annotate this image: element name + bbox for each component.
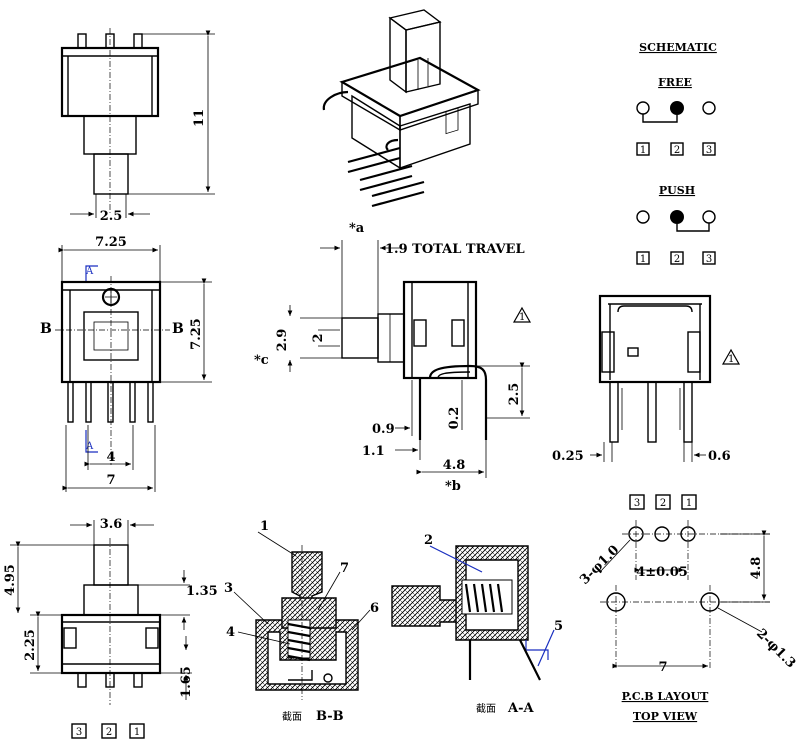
bottom-pin-3: 3 (76, 727, 82, 738)
dim-0-25: 0.25 (552, 449, 584, 464)
hole-small-label: 3-φ1.0 (577, 543, 622, 588)
dim-4-8: 4.8 (443, 458, 466, 473)
dim-7-width: 7 (106, 473, 115, 488)
free-label: FREE (658, 76, 692, 89)
dim-0-9: 0.9 (372, 422, 395, 437)
dim-2-5-pitch: 2.5 (100, 209, 123, 224)
section-b-left: B (40, 321, 52, 337)
callout-6: 6 (370, 601, 379, 616)
callout-3: 3 (224, 581, 233, 596)
bottom-pin-2: 2 (106, 727, 112, 738)
schematic-title: SCHEMATIC (639, 41, 717, 54)
warning-mark-end: 1 (728, 354, 734, 365)
free-pin-2: 2 (674, 145, 680, 156)
travel-label: 1.9 TOTAL TRAVEL (385, 242, 525, 257)
section-bb: 1 3 4 7 6 截面 B-B (224, 519, 379, 724)
dim-1-65: 1.65 (179, 666, 194, 698)
hole-large-label: 2-φ1.3 (753, 626, 798, 671)
pcb-dim-4-8: 4.8 (749, 557, 764, 580)
push-pin-1: 1 (640, 254, 646, 265)
section-bb-caption-prefix: 截面 (282, 710, 302, 723)
pcb-title-line1: P.C.B LAYOUT (622, 690, 710, 703)
schematic: SCHEMATIC FREE 1 2 3 PUSH 1 2 3 (636, 41, 717, 265)
callout-2: 2 (424, 533, 433, 548)
section-a-marker-top: A (85, 266, 94, 277)
isometric-view (322, 9, 481, 208)
dim-0-2: 0.2 (447, 407, 462, 430)
dim-2-9: 2.9 (275, 329, 290, 352)
callout-4: 4 (226, 625, 235, 640)
dim-0-6: 0.6 (708, 449, 731, 464)
pcb-pin-1: 1 (686, 498, 692, 509)
section-aa: 2 5 截面 A-A (391, 533, 563, 716)
dim-2-25: 2.25 (23, 629, 38, 661)
pcb-dim-7: 7 (658, 660, 667, 675)
dim-1-35: 1.35 (186, 584, 218, 599)
marker-a: *a (349, 221, 365, 236)
section-b-right: B (172, 321, 184, 337)
section-aa-caption: A-A (507, 701, 534, 716)
dim-2: 2 (311, 333, 326, 342)
push-pin-2: 2 (674, 254, 680, 265)
bottom-pin-1: 1 (134, 727, 140, 738)
dim-7-25-width: 7.25 (95, 235, 127, 250)
side-view: *a 1.9 TOTAL TRAVEL 2.9 2 *c 1 (254, 221, 532, 494)
section-bb-caption: B-B (316, 709, 344, 724)
dim-4-95: 4.95 (3, 564, 18, 596)
dim-2-5-right: 2.5 (507, 383, 522, 406)
push-pin-3: 3 (706, 254, 712, 265)
bottom-view: 3.6 4.95 1.35 2.25 1.65 3 (3, 517, 218, 739)
dim-3-6: 3.6 (100, 517, 123, 532)
warning-mark-side: 1 (519, 312, 525, 323)
dim-7-25-height: 7.25 (189, 318, 204, 350)
pcb-pin-2: 2 (660, 498, 666, 509)
front-view: 7.25 A B B 7.25 A 4 (40, 235, 212, 492)
section-aa-caption-prefix: 截面 (476, 702, 496, 715)
dim-1-1: 1.1 (362, 444, 385, 459)
pcb-layout: 3 2 1 3-φ1.0 4±0.05 4.8 2-φ1.3 7 P.C.B L… (577, 494, 798, 723)
dim-4-pitch: 4 (106, 450, 115, 465)
marker-c: *c (254, 353, 269, 368)
callout-5: 5 (554, 619, 563, 634)
pcb-title-line2: TOP VIEW (633, 710, 698, 723)
push-label: PUSH (659, 184, 695, 197)
pcb-pin-3: 3 (634, 498, 640, 509)
dim-11: 11 (192, 109, 207, 127)
callout-7: 7 (340, 561, 349, 576)
section-a-marker-bottom: A (85, 441, 94, 452)
side-view-top-left: 11 2.5 (60, 28, 215, 224)
callout-1: 1 (260, 519, 269, 534)
pcb-pitch: 4±0.05 (636, 565, 688, 580)
marker-b: *b (445, 479, 461, 494)
free-pin-1: 1 (640, 145, 646, 156)
end-view: 1 0.25 0.6 (552, 294, 741, 464)
free-pin-3: 3 (706, 145, 712, 156)
